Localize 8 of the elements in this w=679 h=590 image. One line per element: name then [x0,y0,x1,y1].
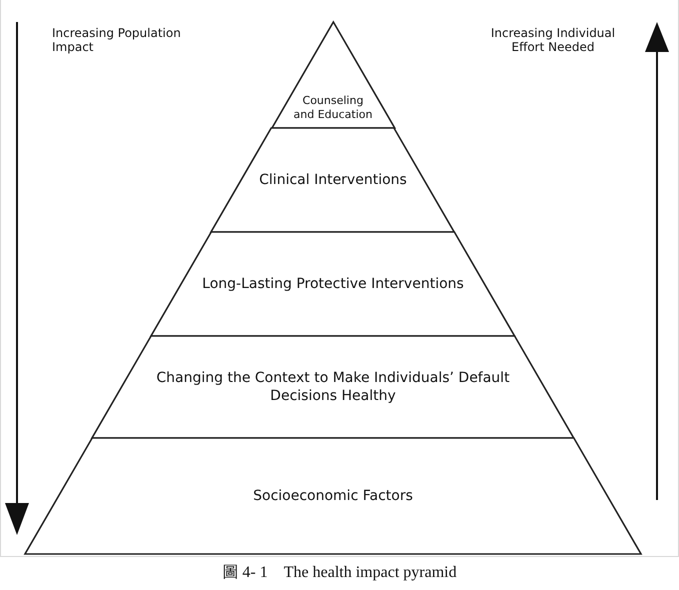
tier-label: Socioeconomic Factors [252,486,414,506]
tier-label: Changing the Context to Make Individuals’ Default Decisions Healthy [155,368,511,406]
tier-label: Counseling and Education [292,94,374,122]
tier-label: Long-Lasting Protective Interventions [201,274,465,294]
axis-note: Increasing Population Impact [52,26,182,55]
axis-note: Increasing Individual Effort Needed [490,26,616,55]
tier-label: Clinical Interventions [258,170,408,190]
caption: 圖 4- 1 The health impact pyramid [221,563,458,583]
